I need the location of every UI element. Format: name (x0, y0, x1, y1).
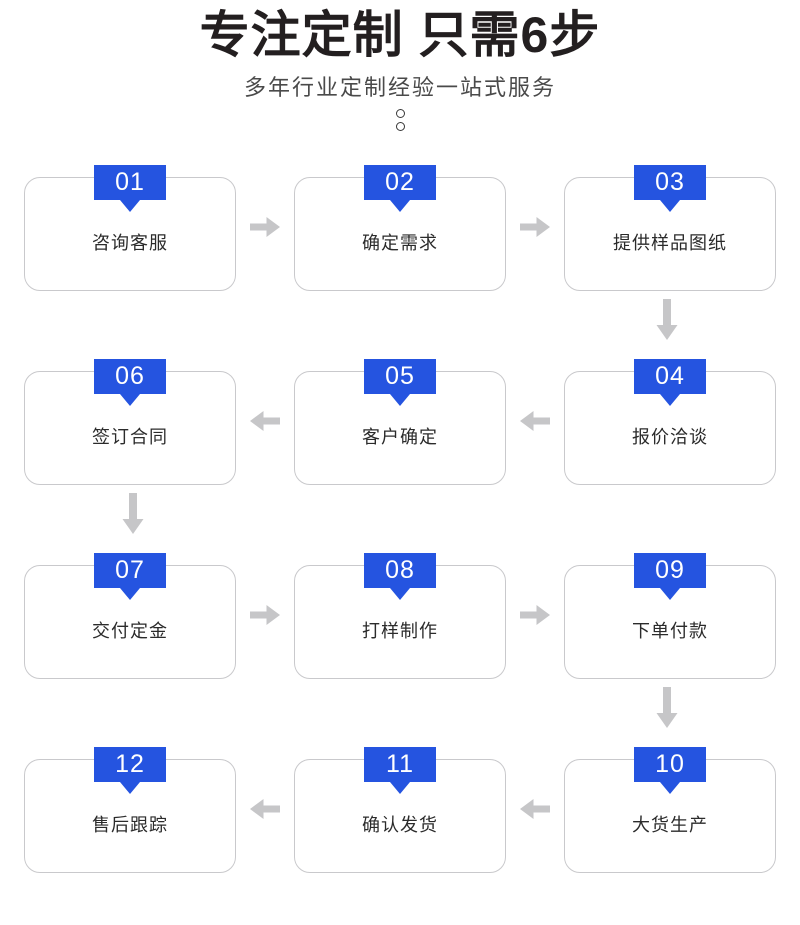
flow-row: 咨询客服 01 确定需求 02 提供样品图纸 03 (0, 155, 800, 292)
step-label: 确认发货 (362, 815, 438, 836)
flow-step[interactable]: 打样制作 08 (294, 543, 506, 680)
page-subtitle: 多年行业定制经验一站式服务 (243, 75, 556, 100)
flow-connector (506, 737, 564, 873)
flow-connector (236, 349, 294, 485)
step-number-badge: 11 (364, 747, 436, 783)
step-label: 大货生产 (632, 815, 708, 836)
flow-connector (236, 543, 294, 679)
flow-connector (506, 155, 564, 291)
arrow-left-icon (520, 798, 550, 820)
flow-step[interactable]: 报价洽谈 04 (564, 349, 776, 486)
step-number-badge: 01 (94, 165, 166, 201)
step-number-badge: 05 (364, 359, 436, 395)
arrow-down-icon (122, 493, 144, 535)
flow-connector (236, 155, 294, 291)
flow-connector (506, 543, 564, 679)
flow-step[interactable]: 大货生产 10 (564, 737, 776, 874)
page-title: 专注定制 只需6步 (199, 7, 601, 63)
step-label: 客户确定 (362, 427, 438, 448)
flow-row: 签订合同 06 客户确定 05 报价洽谈 04 (0, 349, 800, 486)
flow-row: 售后跟踪 12 确认发货 11 大货生产 10 (0, 737, 800, 874)
step-label: 售后跟踪 (92, 815, 168, 836)
step-label: 提供样品图纸 (613, 233, 727, 254)
arrow-right-icon (520, 216, 550, 238)
arrow-right-icon (250, 216, 280, 238)
page-header: 专注定制 只需6步 多年行业定制经验一站式服务 (0, 0, 800, 132)
process-flow-diagram: 咨询客服 01 确定需求 02 提供样品图纸 03 签订合同 06 客户确定 05 报价洽谈 04 交付… (0, 155, 800, 874)
step-number-badge: 09 (634, 553, 706, 589)
step-card[interactable]: 确定需求 (294, 177, 506, 292)
step-label: 打样制作 (362, 621, 438, 642)
flow-step[interactable]: 签订合同 06 (24, 349, 236, 486)
flow-step[interactable]: 咨询客服 01 (24, 155, 236, 292)
circle-dot-icon (395, 109, 405, 119)
flow-step[interactable]: 确定需求 02 (294, 155, 506, 292)
flow-step[interactable]: 提供样品图纸 03 (564, 155, 776, 292)
step-number-badge: 04 (634, 359, 706, 395)
arrow-right-icon (520, 604, 550, 626)
flow-connector (236, 737, 294, 873)
flow-row: 交付定金 07 打样制作 08 下单付款 09 (0, 543, 800, 680)
flow-step[interactable]: 交付定金 07 (24, 543, 236, 680)
flow-step[interactable]: 售后跟踪 12 (24, 737, 236, 874)
arrow-left-icon (520, 410, 550, 432)
step-label: 下单付款 (632, 621, 708, 642)
step-number-badge: 10 (634, 747, 706, 783)
step-number-badge: 08 (364, 553, 436, 589)
step-label: 咨询客服 (92, 233, 168, 254)
arrow-left-icon (250, 798, 280, 820)
arrow-down-icon (656, 687, 678, 729)
arrow-down-icon (656, 299, 678, 341)
step-number-badge: 06 (94, 359, 166, 395)
step-number-badge: 03 (634, 165, 706, 201)
flow-connector (506, 349, 564, 485)
flow-step[interactable]: 客户确定 05 (294, 349, 506, 486)
step-label: 确定需求 (362, 233, 438, 254)
step-number-badge: 12 (94, 747, 166, 783)
step-number-badge: 07 (94, 553, 166, 589)
step-label: 签订合同 (92, 427, 168, 448)
arrow-left-icon (250, 410, 280, 432)
circle-dot-icon (395, 122, 405, 132)
step-label: 报价洽谈 (632, 427, 708, 448)
flow-step[interactable]: 确认发货 11 (294, 737, 506, 874)
flow-step[interactable]: 下单付款 09 (564, 543, 776, 680)
step-number-badge: 02 (364, 165, 436, 201)
arrow-right-icon (250, 604, 280, 626)
step-label: 交付定金 (92, 621, 168, 642)
decorative-circles (0, 109, 800, 132)
